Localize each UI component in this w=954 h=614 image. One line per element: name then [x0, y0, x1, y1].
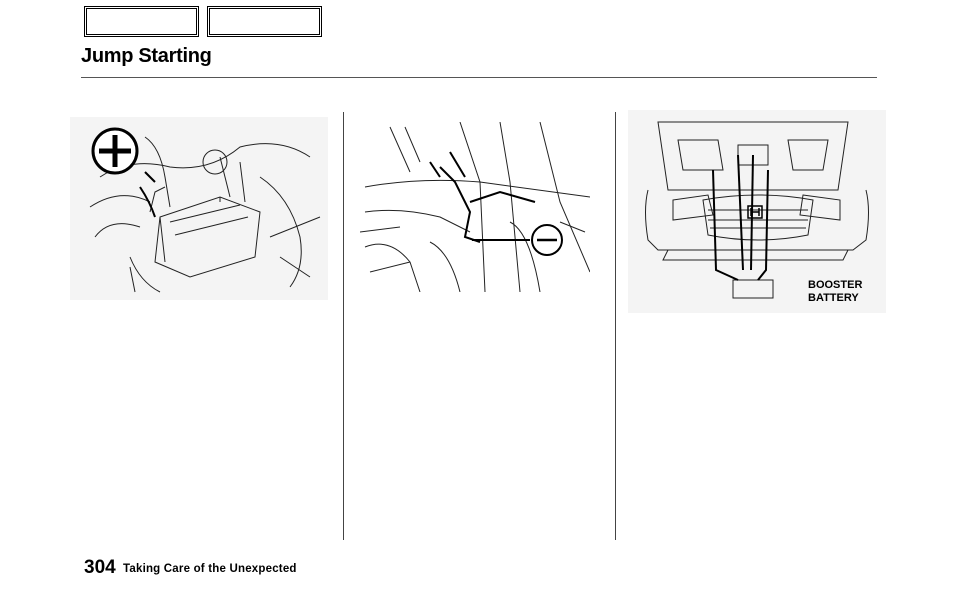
booster-battery-illustration: [628, 110, 886, 313]
positive-sign-icon: [91, 127, 139, 175]
negative-sign-icon: [531, 224, 563, 256]
honda-emblem-icon: [747, 205, 763, 219]
nav-button-next[interactable]: [207, 6, 322, 37]
booster-battery-label: BOOSTER BATTERY: [808, 279, 863, 304]
page-number: 304: [84, 557, 116, 578]
ground-connection-drawing: [360, 122, 590, 292]
section-title: Taking Care of the Unexpected: [123, 563, 297, 575]
column-divider: [615, 112, 616, 540]
negative-ground-illustration: [360, 122, 590, 292]
vehicle-front-drawing: [645, 121, 869, 299]
page-title: Jump Starting: [81, 45, 212, 67]
battery-engine-drawing: [89, 127, 321, 293]
title-divider: [81, 77, 877, 78]
column-divider: [343, 112, 344, 540]
nav-button-prev[interactable]: [84, 6, 199, 37]
positive-terminal-illustration: [70, 117, 328, 300]
